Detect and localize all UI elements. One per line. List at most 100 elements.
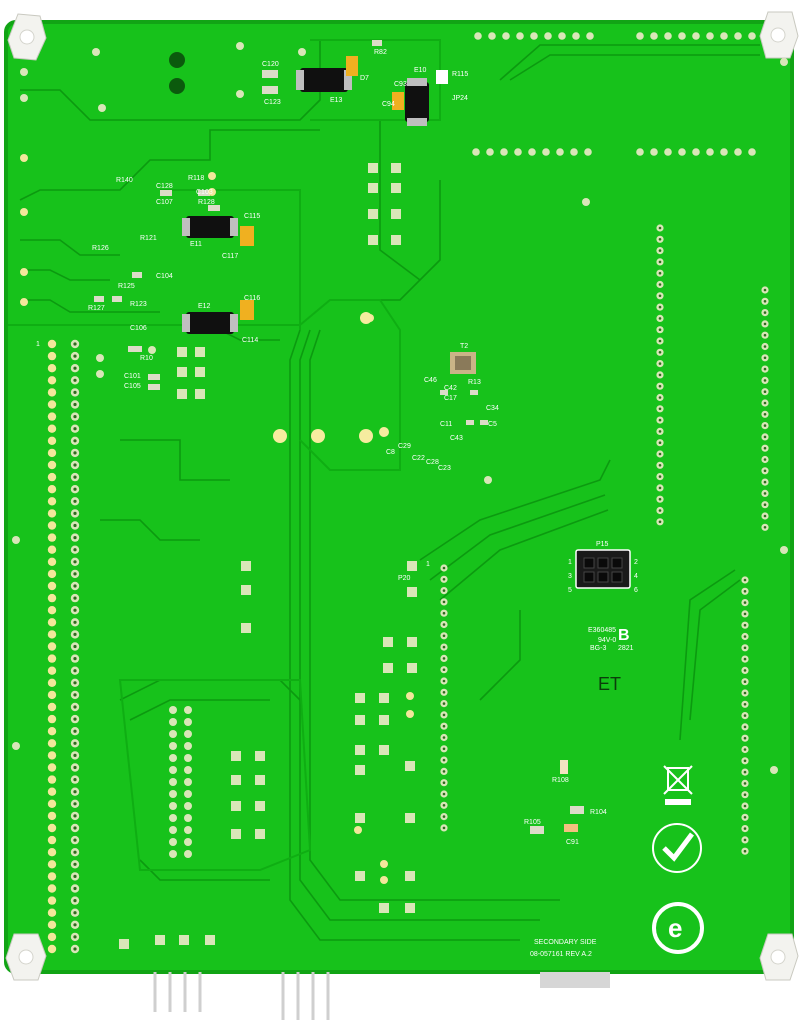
- via: [20, 94, 28, 102]
- header-pin-hole: [73, 644, 77, 649]
- via-pad: [383, 663, 393, 673]
- header-pin-hole: [763, 311, 767, 314]
- via-pad: [231, 829, 241, 839]
- header-pin: [47, 908, 57, 917]
- header-pin-hole: [73, 463, 77, 467]
- refdes: C94: [382, 101, 395, 108]
- label-secondary-side: SECONDARY SIDE: [534, 939, 597, 946]
- refdes: T2: [460, 343, 468, 350]
- refdes: C42: [444, 385, 457, 392]
- via-pads: [12, 42, 788, 949]
- header-pin: [570, 148, 578, 156]
- label-ul-rating: 94V-0: [598, 637, 616, 644]
- header-pin-hole: [658, 441, 662, 445]
- header-pin: [184, 766, 192, 774]
- header-pin: [502, 32, 510, 40]
- header-pin: [184, 718, 192, 726]
- header-pin-hole: [763, 446, 767, 450]
- header-pin: [169, 850, 177, 858]
- label-p20: P20: [398, 575, 411, 582]
- via-pad: [177, 389, 187, 399]
- via-pad: [255, 829, 265, 839]
- header-pin: [47, 872, 57, 881]
- header-pin-hole: [743, 590, 747, 593]
- header-pin: [47, 485, 57, 494]
- bottom-connector-left: [153, 972, 202, 1012]
- header-pin: [47, 436, 57, 445]
- header-pin-hole: [658, 464, 662, 467]
- via-pad: [119, 939, 129, 949]
- via-pad: [241, 623, 251, 633]
- header-pin-hole: [743, 770, 747, 774]
- header-pin: [47, 351, 57, 361]
- eco-recycle-icon: e: [652, 902, 704, 954]
- via-pad: [241, 561, 251, 571]
- label-ul-code: E360485: [588, 627, 616, 634]
- refdes: E13: [330, 97, 343, 104]
- header-pin: [706, 32, 714, 40]
- header-pin-hole: [73, 632, 77, 637]
- refdes: C46: [424, 377, 437, 384]
- refdes: R126: [92, 245, 109, 252]
- header-pin: [47, 811, 57, 821]
- header-pin-hole: [73, 778, 77, 782]
- top-header-pins: [472, 32, 756, 156]
- header-pin: [169, 790, 177, 798]
- label-pin1-left: 1: [36, 341, 40, 348]
- header-pin: [47, 799, 57, 808]
- header-pin-hole: [442, 815, 446, 818]
- header-pin: [47, 593, 57, 603]
- refdes: C115: [244, 213, 260, 220]
- header-pin-hole: [73, 439, 77, 443]
- refdes: C28: [426, 459, 439, 466]
- header-pin-hole: [658, 373, 662, 377]
- via: [582, 198, 590, 206]
- header-pin: [748, 148, 756, 156]
- header-pin-hole: [73, 935, 77, 939]
- header-pin-hole: [73, 923, 77, 927]
- header-pin-hole: [73, 753, 77, 758]
- via-pad: [355, 765, 365, 775]
- header-pin-hole: [763, 492, 767, 495]
- refdes: R104: [590, 809, 607, 816]
- via-pad: [355, 745, 365, 755]
- via: [96, 370, 104, 378]
- header-pin: [47, 339, 57, 349]
- header-pin-hole: [73, 741, 77, 745]
- header-pin-hole: [73, 354, 77, 358]
- header-pin: [47, 920, 57, 929]
- header-pin-hole: [73, 729, 77, 733]
- header-pin-hole: [763, 345, 767, 348]
- via-pad: [391, 235, 401, 245]
- header-pin: [47, 666, 57, 675]
- header-pin: [516, 32, 524, 40]
- via: [484, 476, 492, 484]
- header-pin-hole: [763, 413, 767, 416]
- refdes: C104: [156, 273, 173, 280]
- via-pad: [379, 903, 389, 913]
- refdes: C107: [156, 199, 173, 206]
- header-pin-hole: [442, 702, 446, 705]
- header-pin-hole: [442, 770, 446, 773]
- header-pin: [47, 848, 57, 857]
- header-pin-hole: [763, 435, 767, 439]
- via-pad: [383, 637, 393, 647]
- cap-c94: [392, 92, 404, 110]
- header-pin-hole: [743, 849, 747, 853]
- mounting-hole-1: [169, 52, 185, 68]
- via-pad: [405, 903, 415, 913]
- header-pin-hole: [743, 578, 747, 582]
- header-pin: [184, 742, 192, 750]
- header-pin-hole: [73, 572, 77, 576]
- header-pin: [636, 32, 644, 40]
- refdes: C17: [444, 395, 457, 402]
- header-pin: [169, 826, 177, 834]
- via: [96, 354, 104, 362]
- copper-traces: [19, 40, 760, 941]
- header-pin: [47, 606, 57, 615]
- header-pin-hole: [763, 401, 767, 405]
- weee-bin-icon: [663, 765, 693, 805]
- header-pin-hole: [73, 802, 77, 806]
- via-pad: [177, 367, 187, 377]
- header-pin-hole: [743, 680, 747, 683]
